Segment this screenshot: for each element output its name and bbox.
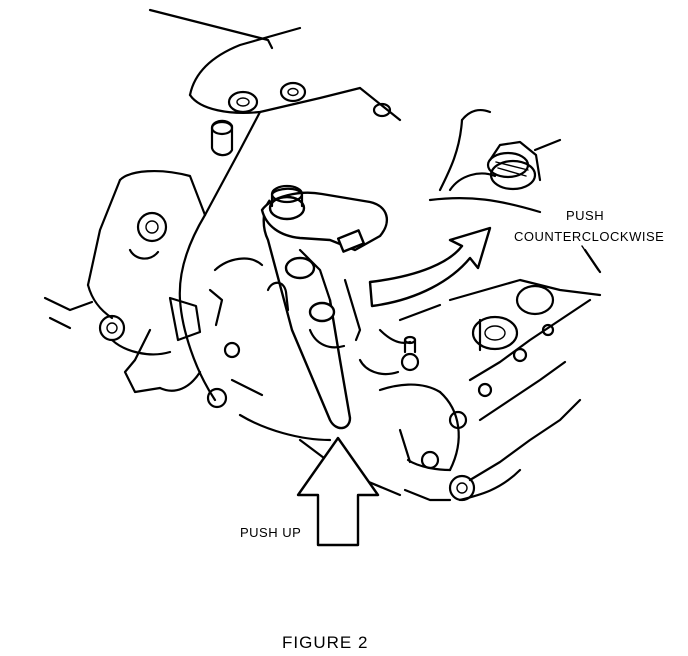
push-label: PUSH xyxy=(566,208,605,223)
push-up-label: PUSH UP xyxy=(240,525,302,540)
center-housing xyxy=(123,213,402,497)
valve-body-right xyxy=(358,109,602,502)
counterclockwise-arrow xyxy=(368,226,492,308)
housing-outline xyxy=(43,8,402,356)
push-up-arrow xyxy=(296,436,380,547)
figure-caption: FIGURE 2 xyxy=(282,633,369,652)
lever xyxy=(260,184,389,430)
label-leader-line xyxy=(581,245,599,271)
counterclockwise-label: COUNTERCLOCKWISE xyxy=(514,229,665,244)
top-studs xyxy=(210,81,392,157)
